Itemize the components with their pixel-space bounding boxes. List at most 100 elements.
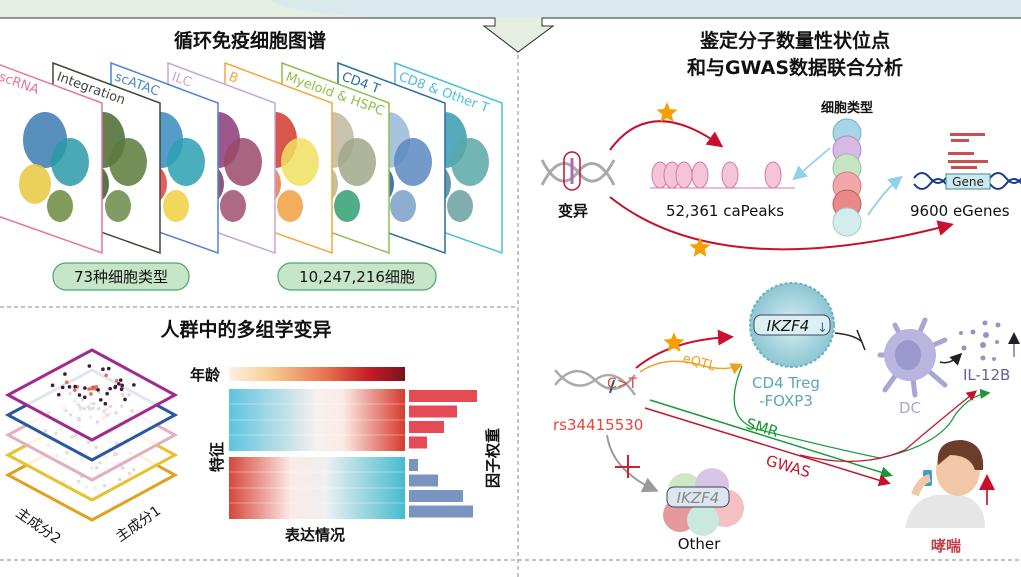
dna-icon (542, 152, 614, 190)
data-point (83, 395, 87, 399)
data-point (88, 364, 92, 368)
data-point (57, 393, 61, 397)
data-point (132, 383, 136, 387)
multiomics-title: 人群中的多组学变异 (160, 318, 331, 341)
cell-stack-icon (833, 119, 861, 236)
data-point (108, 387, 112, 391)
data-point (73, 388, 77, 392)
variant-label: 变异 (558, 202, 588, 220)
data-point (61, 386, 65, 390)
data-point (107, 367, 111, 371)
umap-cluster (281, 138, 319, 186)
data-point (89, 392, 93, 396)
positive-weight-bar (409, 437, 427, 449)
data-point (115, 379, 119, 383)
data-point (68, 385, 72, 389)
gene-label: Gene (952, 175, 984, 189)
feature-label: 特征 (208, 442, 226, 472)
positive-weight-bar (409, 406, 457, 418)
factor-weight-bars (409, 390, 477, 518)
gene-icon: Gene (914, 133, 1021, 189)
data-point (94, 386, 98, 390)
data-point (73, 385, 77, 389)
cell-count: 10,247,216细胞 (299, 268, 415, 286)
umap-cluster (47, 190, 73, 222)
treg-label-line1: CD4 Treg (752, 374, 820, 392)
cell-types-count: 73种细胞类型 (74, 268, 168, 286)
variant-to-capeaks-arrow (610, 121, 720, 150)
qtl-title-line1: 鉴定分子数量性状位点 (699, 29, 890, 52)
data-point (99, 398, 103, 402)
umap-cluster (277, 190, 303, 222)
umap-cluster (167, 138, 205, 186)
data-point (104, 373, 108, 377)
data-point (119, 378, 123, 382)
pc2-label: 主成分2 (13, 505, 64, 547)
capeaks-label: 52,361 caPeaks (666, 202, 784, 220)
umap-cluster (51, 138, 89, 186)
cell-count-badge: 10,247,216细胞 (278, 263, 436, 290)
data-point (63, 372, 67, 376)
other-gene-label: IKZF4 (677, 489, 720, 507)
umap-cluster (220, 190, 246, 222)
data-point (65, 380, 69, 384)
umap-cluster (224, 138, 262, 186)
umap-cluster (394, 138, 432, 186)
cytokine-label: IL-12B (963, 366, 1010, 384)
multiomics-section: 人群中的多组学变异 主成分2 主成分1 年龄 特征 表达情况 因子权重 (8, 318, 502, 547)
age-label: 年龄 (190, 366, 221, 384)
expression-label: 表达情况 (285, 526, 345, 544)
dc-label: DC (899, 399, 921, 417)
nucleosome-icon (650, 162, 795, 188)
treg-gene-label: IKZF4 (767, 317, 810, 335)
age-gradient-bar (229, 367, 405, 381)
down-arrow-icon: ↓ (817, 321, 828, 336)
negative-weight-bar (409, 475, 438, 487)
cell-types-label: 细胞类型 (821, 100, 873, 116)
umap-cluster (163, 190, 189, 222)
snp-to-other-arrow (607, 435, 655, 490)
star-icon (657, 102, 678, 122)
data-point (123, 398, 127, 402)
data-point (105, 392, 109, 396)
data-point (104, 402, 108, 406)
umap-cluster (19, 164, 51, 204)
cytokine-dots-icon (959, 321, 1014, 362)
qtl-title-line2: 和与GWAS数据联合分析 (687, 56, 903, 79)
negative-weight-bar (409, 490, 463, 502)
data-point (78, 393, 82, 397)
data-point (90, 387, 94, 391)
umap-cluster (105, 190, 131, 222)
smr-label: SMR (744, 415, 781, 441)
positive-weight-bar (409, 390, 477, 402)
negative-weight-bar (409, 506, 473, 518)
other-cells-icon: IKZF4 (663, 468, 744, 536)
pca-stacked-planes (8, 350, 175, 520)
data-point (120, 387, 124, 391)
disease-label: 哮喘 (931, 537, 961, 555)
umap-cluster (451, 138, 489, 186)
umap-cluster (334, 190, 360, 222)
inhibition-icon (835, 330, 865, 350)
star-icon (690, 237, 711, 257)
negative-weight-bar (409, 459, 418, 471)
umap-cluster (109, 138, 147, 186)
atlas-title: 循环免疫细胞图谱 (174, 29, 326, 52)
dendritic-cell-icon (880, 320, 945, 395)
data-point (101, 367, 105, 371)
data-point (117, 382, 121, 386)
factor-weight-label: 因子权重 (484, 428, 502, 488)
positive-weight-bar (409, 421, 444, 433)
blocked-icon (615, 455, 640, 478)
data-point (113, 386, 117, 390)
mechanism-section: C>T rs34415530 eQTL IKZF4 ↓ CD4 Treg -FO… (553, 283, 1014, 555)
data-point (120, 383, 124, 387)
atlas-section: 循环免疫细胞图谱 CD8 & Other TCD4 TMyeloid & HSP… (0, 29, 502, 290)
umap-cluster (447, 190, 473, 222)
snp-id: rs34415530 (553, 416, 643, 434)
treg-label-line2: -FOXP3 (759, 392, 813, 410)
cell-types-badge: 73种细胞类型 (53, 263, 189, 290)
snp-change: C>T (607, 376, 638, 392)
